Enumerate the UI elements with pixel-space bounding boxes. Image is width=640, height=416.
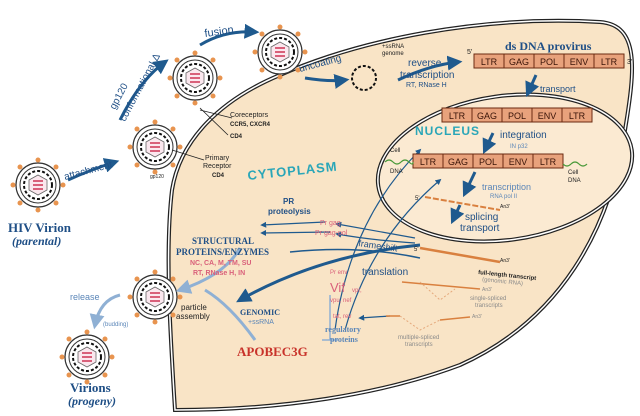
svg-text:LTR: LTR — [601, 57, 618, 67]
pr-gag-label: Pr gag — [320, 220, 341, 227]
genomic-label: GENOMIC — [240, 308, 280, 317]
proteolysis-label: proteolysis — [268, 207, 311, 216]
multiple-spliced-label: multiple-spliced — [398, 335, 439, 341]
budding-virion-icon — [126, 268, 184, 326]
cell-label-left: Cell — [390, 148, 400, 154]
svg-text:ENV: ENV — [570, 57, 589, 67]
ccr5-cxcr4-label: CCR5, CXCR4 — [230, 122, 271, 128]
assembly-label: assembly — [176, 312, 210, 321]
tat-rev-label: tat, rev — [333, 314, 351, 320]
splicing-transport-label: transport — [460, 223, 500, 234]
hiv-virion-label: HIV Virion — [8, 220, 72, 235]
cell-dna-strands — [384, 159, 588, 167]
progeny-virion-icon — [58, 328, 116, 386]
conformational-virion-icon — [166, 49, 224, 107]
svg-text:POL: POL — [479, 157, 497, 167]
integration-label: integration — [500, 130, 547, 141]
hiv-virion-parental-icon — [9, 156, 67, 214]
reverse-label: reverse — [408, 58, 442, 69]
splicing-label: splicing — [465, 212, 498, 223]
svg-text:GAG: GAG — [448, 157, 468, 167]
nucleus-label: NUCLEUS — [415, 124, 480, 138]
full-length-poly-a: An3' — [500, 258, 510, 264]
enzymes-list: RT, RNase H, IN — [193, 270, 245, 277]
svg-text:LTR: LTR — [420, 157, 437, 167]
svg-text:LTR: LTR — [449, 111, 466, 121]
rna-pol-ii-label: RNA pol II — [490, 194, 517, 200]
genomic-ssrna-label: +ssRNA — [248, 319, 274, 326]
regulatory-proteins-label: proteins — [330, 335, 358, 344]
full-length-5-prime: 5' — [414, 247, 418, 253]
svg-text:GAG: GAG — [477, 111, 497, 121]
svg-text:ENV: ENV — [509, 157, 528, 167]
translation-label: translation — [362, 267, 408, 278]
primary-label: Primary — [205, 155, 230, 162]
provirus-genome-cytoplasm: LTR GAG POL ENV LTR — [473, 53, 625, 69]
progeny-label: (progeny) — [68, 394, 116, 408]
pathway-arrows — [67, 23, 540, 303]
receptor-label: Receptor — [203, 163, 232, 170]
uncoated-capsid-icon — [351, 65, 377, 91]
multi-spliced-poly-a: An3' — [472, 314, 482, 320]
budding-label: (budding) — [103, 322, 128, 328]
cd4-label: CD4 — [212, 173, 225, 179]
parental-label: (parental) — [12, 234, 61, 248]
structural-label: STRUCTURAL — [192, 236, 254, 246]
svg-text:GAG: GAG — [509, 57, 529, 67]
transcript-5-prime: 5' — [415, 196, 419, 202]
transport-label: transport — [540, 84, 576, 94]
transcription-step-label: transcription — [482, 182, 531, 192]
in-p32-label: IN p32 — [510, 144, 528, 150]
regulatory-label: regulatory — [325, 325, 361, 334]
svg-text:POL: POL — [540, 57, 558, 67]
gp120-spike-label: gp120 — [150, 174, 164, 180]
svg-text:LTR: LTR — [481, 57, 498, 67]
three-prime-label: 3' — [627, 59, 632, 66]
dna-label-left: DNA — [390, 169, 403, 175]
genomic-rna-label: (genomic RNA) — [482, 277, 523, 287]
pr-label: PR — [283, 197, 294, 206]
single-spliced-label: single-spliced — [470, 296, 506, 302]
apobec3g-label: APOBEC3G — [237, 344, 308, 359]
structural-proteins-list: NC, CA, M, TM, SU — [190, 260, 251, 267]
svg-text:LTR: LTR — [540, 157, 557, 167]
cd4-top-label: CD4 — [230, 134, 243, 140]
transcription-label: transcription — [400, 70, 454, 81]
rt-rnase-label: RT, RNase H — [406, 82, 447, 89]
transcript-poly-a: An3' — [500, 204, 510, 210]
cell-label-right: Cell — [568, 170, 578, 176]
vpr-label: vpr, — [352, 288, 362, 294]
integrated-provirus-genome: LTR GAG POL ENV LTR — [412, 153, 564, 169]
svg-text:LTR: LTR — [569, 111, 586, 121]
vif-label: Vif — [330, 280, 345, 295]
pr-env-label: Pr env — [330, 270, 347, 276]
multiple-spliced-transcripts-label: transcripts — [405, 342, 433, 348]
svg-text:ENV: ENV — [538, 111, 557, 121]
single-spliced-poly-a: An3' — [482, 287, 492, 293]
provirus-genome-nucleus: LTR GAG POL ENV LTR — [441, 107, 593, 123]
svg-text:POL: POL — [508, 111, 526, 121]
genome-label: genome — [382, 51, 404, 57]
vpu-nef-label: vpu, nef — [330, 298, 352, 304]
particle-label: particle — [181, 303, 207, 312]
five-prime-label: 5' — [467, 49, 472, 56]
ds-dna-provirus-label: ds DNA provirus — [505, 39, 592, 53]
single-spliced-transcripts-label: transcripts — [475, 303, 503, 309]
release-label: release — [70, 292, 100, 302]
virions-label: Virions — [70, 380, 111, 395]
attachment-label: attachment — [63, 159, 114, 182]
fusion-label: fusion — [204, 24, 235, 40]
proteins-enzymes-label: PROTEINS/ENZYMES — [176, 247, 269, 257]
ssrna-label: +ssRNA — [382, 44, 404, 50]
coreceptors-label: Coreceptors — [230, 112, 269, 119]
dna-label-right: DNA — [568, 178, 581, 184]
pr-gag-pol-label: Pr gag-pol — [315, 230, 348, 237]
attached-virion-icon — [126, 118, 184, 176]
